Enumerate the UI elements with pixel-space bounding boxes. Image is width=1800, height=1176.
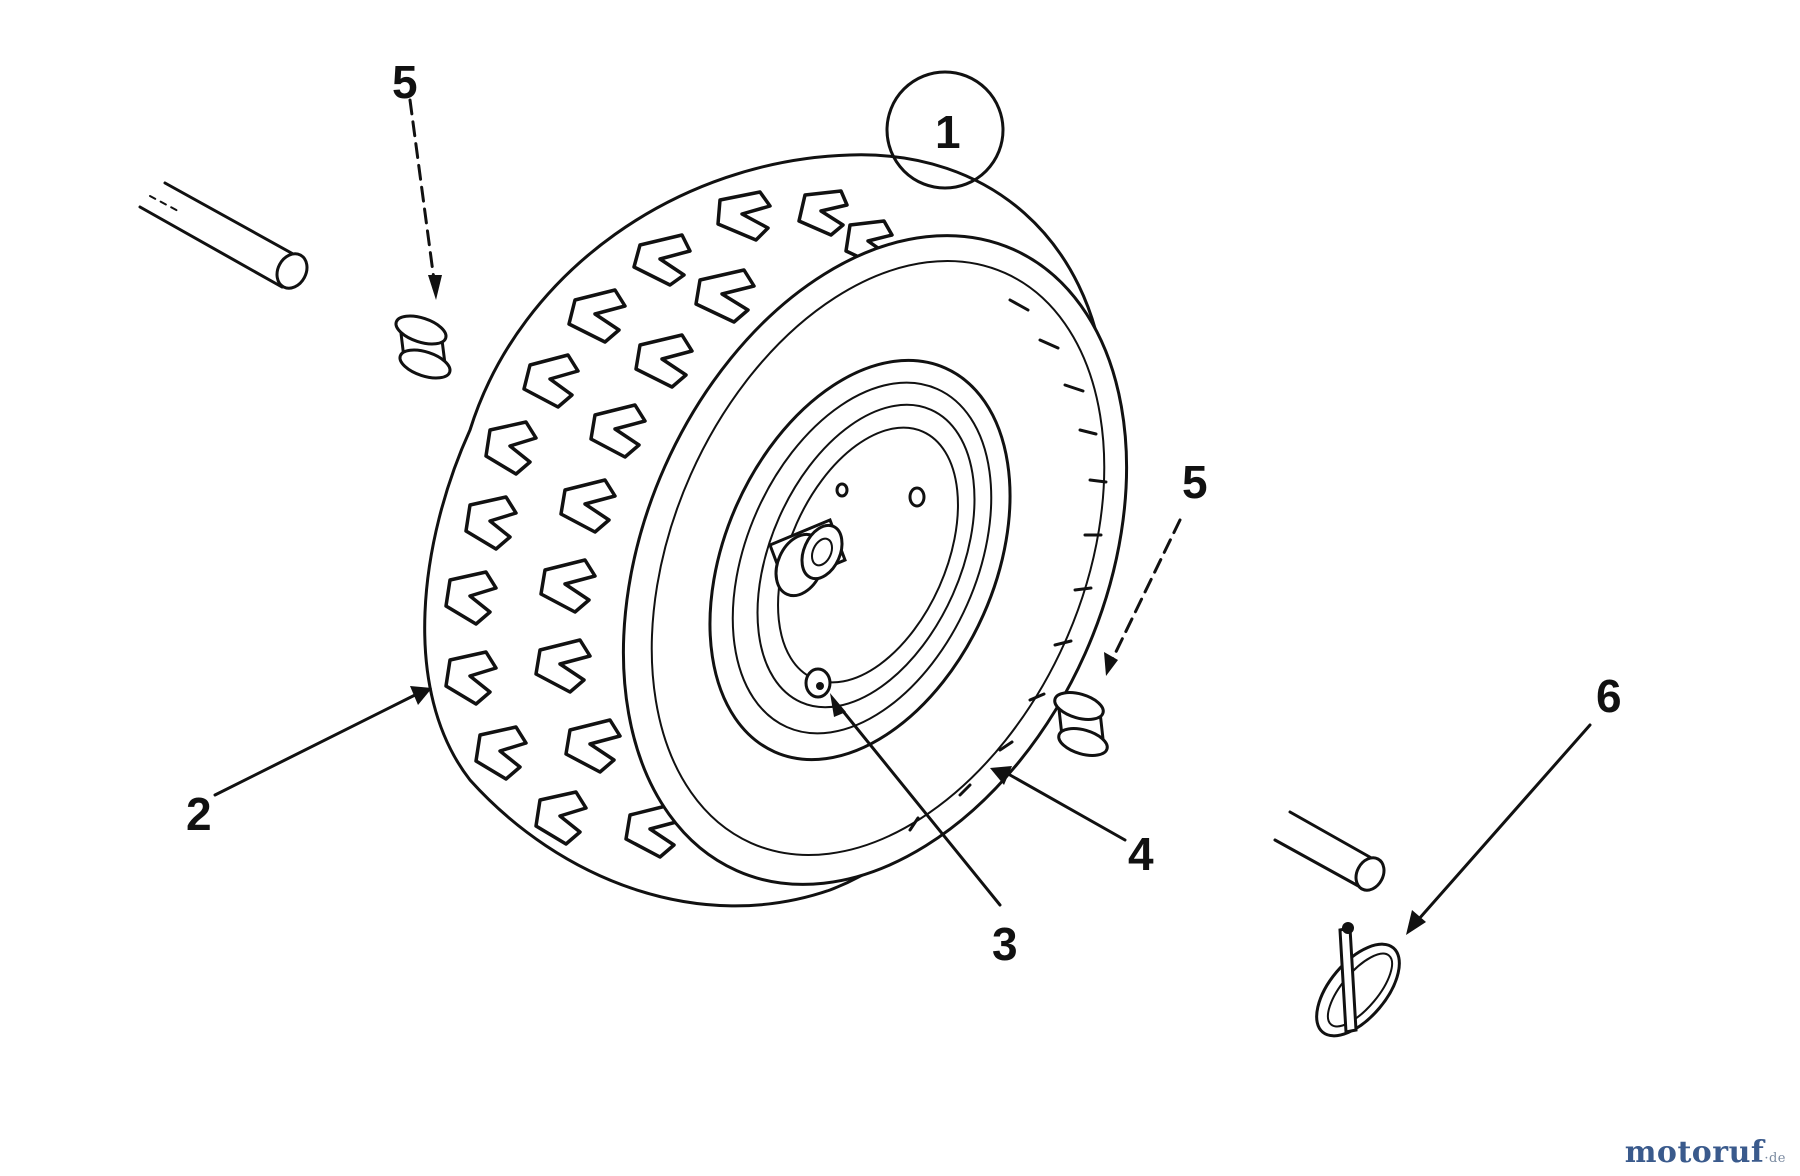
callout-5-upper: 5 xyxy=(392,56,418,108)
watermark-brand: motoruf xyxy=(1624,1135,1765,1170)
spacer-lower xyxy=(1053,691,1109,757)
callout-6: 6 xyxy=(1596,670,1622,722)
axle-shaft-upper xyxy=(138,181,309,290)
linch-pin xyxy=(1315,922,1401,1038)
rim xyxy=(708,358,1012,762)
valve-stem xyxy=(804,667,832,699)
axle-shaft-lower xyxy=(1273,810,1386,892)
callout-3: 3 xyxy=(992,918,1018,970)
leader-lines xyxy=(213,98,1592,935)
watermark-tld: de xyxy=(1768,1151,1786,1166)
watermark-dot: · xyxy=(1764,1151,1769,1166)
callout-1: 1 xyxy=(935,106,961,158)
hub xyxy=(768,518,847,598)
spacer-upper xyxy=(394,314,452,380)
callout-2: 2 xyxy=(186,788,212,840)
watermark-logo: motoruf·de xyxy=(1625,1135,1786,1170)
callout-circle-1 xyxy=(885,70,1005,190)
callout-5-lower: 5 xyxy=(1182,456,1208,508)
sidewall-ridges xyxy=(908,298,1108,832)
callout-4: 4 xyxy=(1128,828,1154,880)
